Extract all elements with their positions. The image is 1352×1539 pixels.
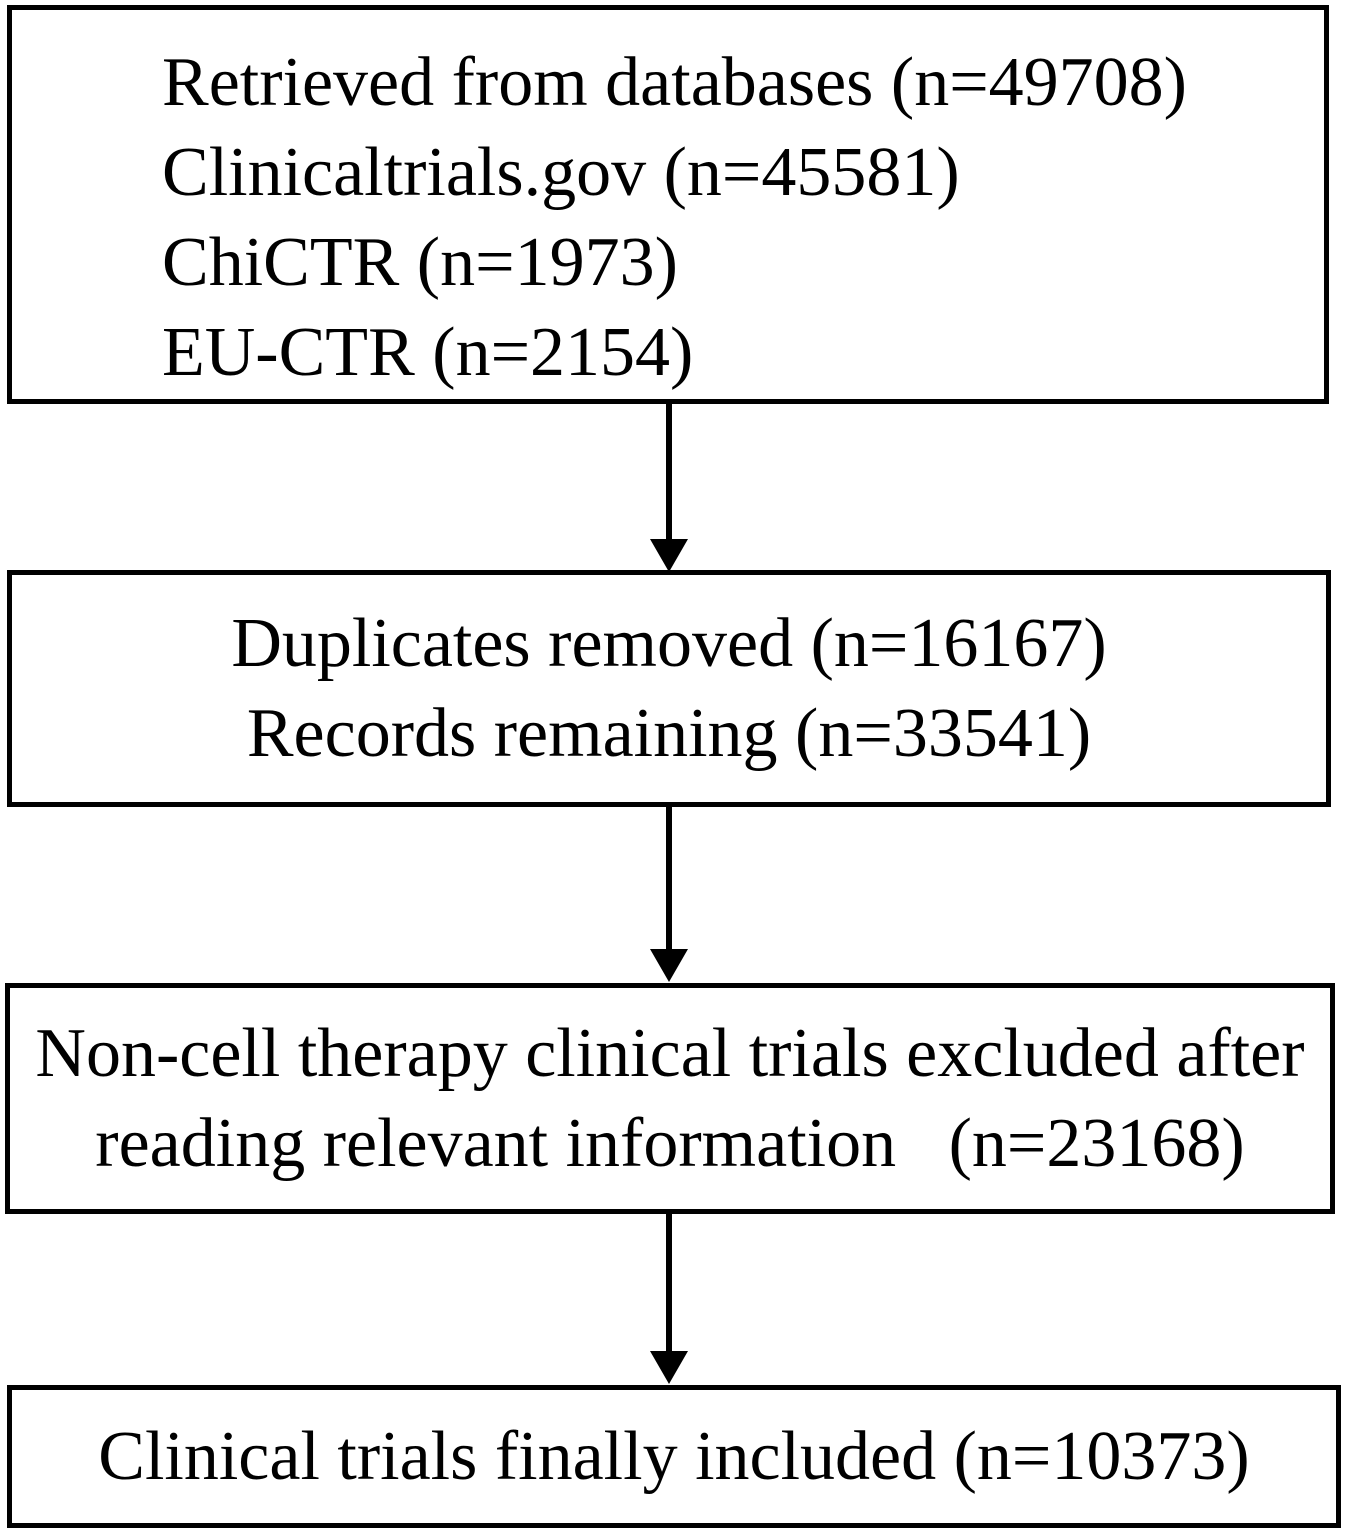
records-remaining-line: Records remaining (n=33541) [246,694,1092,772]
box-finally-included: Clinical trials finally included (n=1037… [7,1385,1341,1528]
arrow-down-icon [650,806,688,982]
arrow-head [650,1351,688,1384]
excluded-line-2: reading relevant information (n=23168) [95,1104,1245,1182]
retrieved-chictr-line: ChiCTR (n=1973) [162,224,678,301]
box-duplicates-removed: Duplicates removed (n=16167) Records rem… [7,570,1331,807]
duplicates-removed-line: Duplicates removed (n=16167) [231,604,1107,682]
arrow-shaft [666,806,672,949]
arrow-down-icon [650,403,688,572]
arrow-head [650,539,688,572]
box-noncell-excluded: Non-cell therapy clinical trials exclude… [5,983,1335,1214]
retrieved-clinicaltrials-line: Clinicaltrials.gov (n=45581) [162,134,960,211]
arrow-shaft [666,403,672,539]
arrow-head [650,949,688,982]
retrieved-total-line: Retrieved from databases (n=49708) [162,44,1187,121]
arrow-shaft [666,1213,672,1351]
included-line: Clinical trials finally included (n=1037… [98,1417,1250,1495]
box-retrieved-records: Retrieved from databases (n=49708) Clini… [7,5,1329,404]
excluded-line-1: Non-cell therapy clinical trials exclude… [35,1014,1305,1092]
arrow-down-icon [650,1213,688,1384]
retrieved-euctr-line: EU-CTR (n=2154) [162,314,694,391]
